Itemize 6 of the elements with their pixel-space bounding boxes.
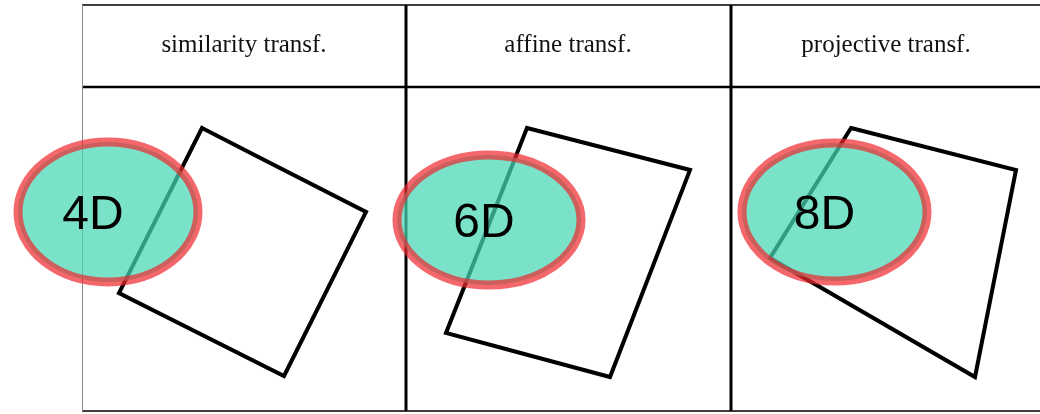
column-header: projective transf. bbox=[801, 30, 971, 58]
dimension-label: 6D bbox=[452, 192, 516, 248]
dimension-label: 4D bbox=[61, 184, 125, 240]
dimension-label: 8D bbox=[792, 184, 857, 240]
column-header: similarity transf. bbox=[161, 30, 327, 58]
column-header: affine transf. bbox=[504, 30, 632, 58]
